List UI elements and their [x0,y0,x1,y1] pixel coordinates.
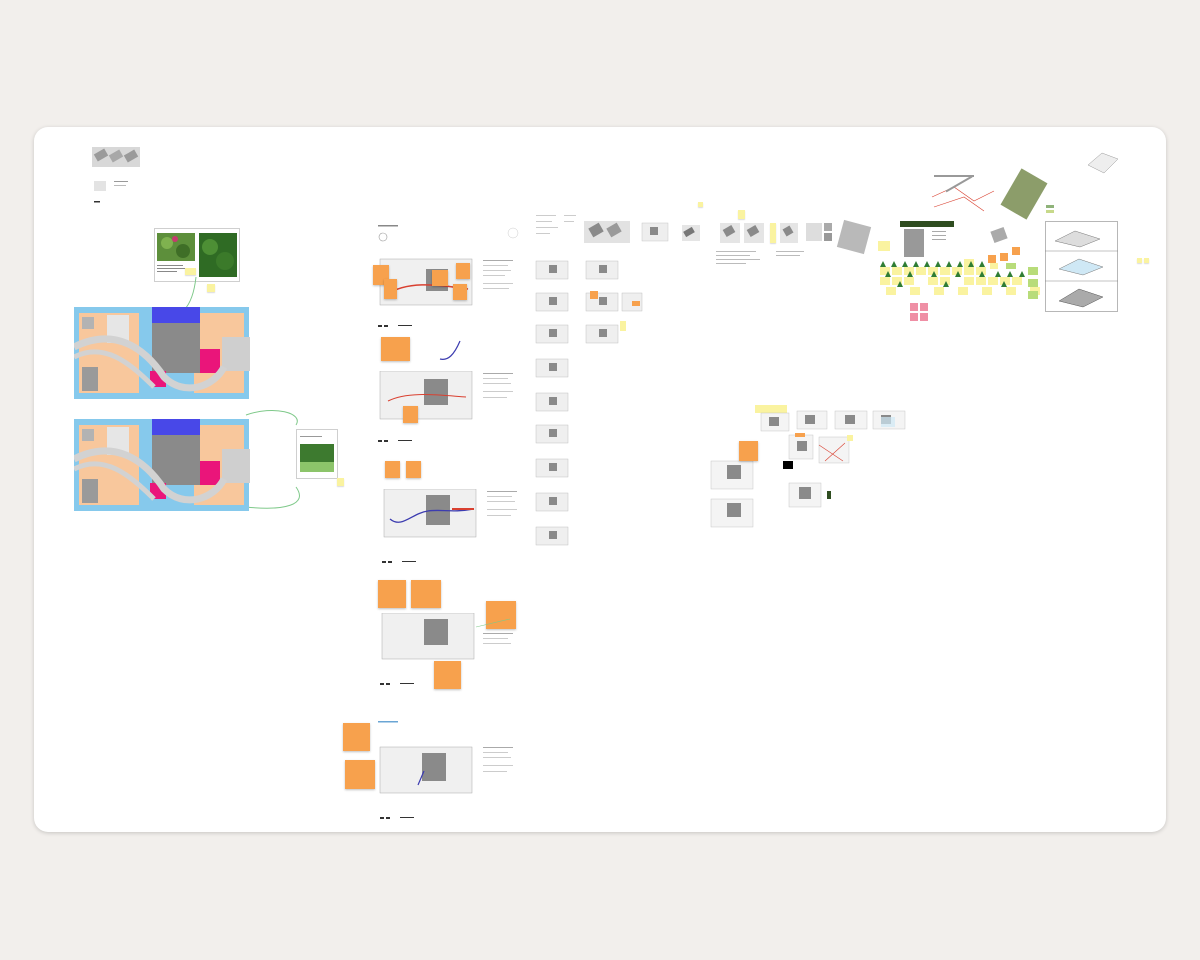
sticky-note-2[interactable] [378,580,406,608]
scale-bar-icon [378,325,412,327]
sticky-note[interactable] [432,270,448,286]
option-plan-cluster[interactable] [709,403,909,533]
plan-thumbnail-grid[interactable] [534,213,654,553]
text-notes-block [716,251,804,264]
sticky-note-small[interactable] [738,210,745,219]
grass-reference-card[interactable] [296,429,338,479]
sticky-note[interactable] [456,263,470,279]
sticky-note-small[interactable] [207,284,215,292]
notes-thumbnail[interactable] [92,177,134,205]
top-thumbnail-strip[interactable] [584,219,874,259]
isometric-sketch-thumbnail[interactable] [92,147,142,169]
sticky-note-small[interactable] [185,268,196,275]
sticky-note[interactable] [384,279,397,299]
sticky-note-5[interactable] [434,661,461,689]
site-plan-zoning-1[interactable] [74,307,254,399]
site-plan-zoning-2[interactable] [74,419,254,511]
sticky-note-small[interactable] [337,478,344,486]
circulation-plan-2[interactable] [378,370,528,426]
pen-annotation [439,340,461,360]
scale-bar-icon [380,683,414,685]
sticky-note-7[interactable] [345,760,375,789]
scale-bar-icon [378,440,412,442]
planting-matrix[interactable] [874,167,1104,327]
scale-bar-icon [382,561,416,563]
sticky-note-1[interactable] [381,337,410,361]
sticky-note-6[interactable] [343,723,370,751]
sticky-note-small[interactable] [770,223,776,243]
sticky-note[interactable] [453,284,467,300]
sticky-note-small[interactable] [1144,258,1149,263]
tree-icon-row [880,261,1025,287]
sticky-note[interactable] [406,461,421,478]
sticky-note-3[interactable] [411,580,441,608]
sticky-note-small[interactable] [1137,258,1142,263]
sticky-note-8[interactable] [739,441,758,461]
sticky-note-4[interactable] [486,601,516,629]
sticky-note[interactable] [403,406,418,423]
circulation-plan-5[interactable] [378,719,528,797]
planting-reference-panel[interactable] [154,228,240,282]
sticky-note-small[interactable] [698,202,703,207]
circulation-plan-4[interactable] [380,612,530,663]
section-detail-panels[interactable] [1045,221,1119,313]
scale-bar-icon [380,817,414,819]
sticky-note[interactable] [385,461,400,478]
isometric-sketch[interactable] [1084,147,1124,177]
whiteboard-canvas[interactable] [34,127,1166,832]
circulation-plan-3[interactable] [382,488,532,544]
